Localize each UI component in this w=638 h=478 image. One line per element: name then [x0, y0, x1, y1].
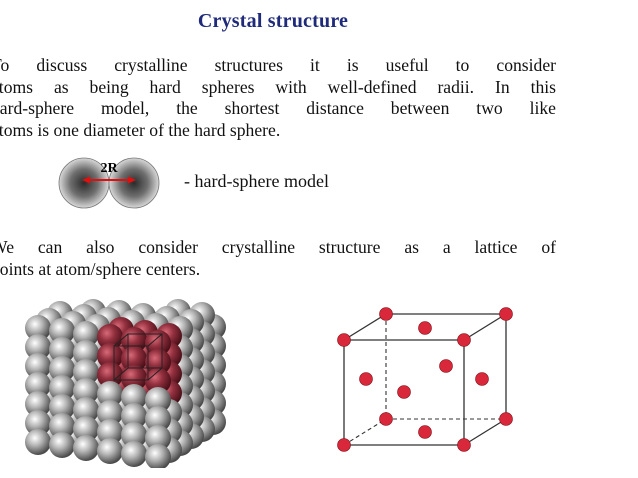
lattice-point: [379, 307, 393, 321]
lattice-point: [439, 359, 453, 373]
atom-sphere: [25, 315, 51, 341]
atom-sphere: [49, 356, 75, 382]
atom-sphere: [73, 416, 99, 442]
atom-sphere: [49, 432, 75, 458]
intro-line: atoms is one diameter of the hard sphere…: [0, 119, 281, 140]
hard-sphere-caption: - hard-sphere model: [184, 171, 329, 191]
lattice-point: [499, 307, 513, 321]
highlighted-atom: [145, 368, 171, 394]
intro-line: atoms as being hard spheres with well-de…: [0, 76, 556, 97]
lattice-point: [418, 321, 432, 335]
fcc-unit-cell: [322, 300, 522, 465]
highlighted-atom: [97, 343, 123, 369]
highlighted-atom: [145, 330, 171, 356]
atom-sphere: [145, 444, 171, 470]
atom-sphere: [121, 384, 147, 410]
lattice-point: [475, 372, 489, 386]
atom-sphere: [73, 359, 99, 385]
unit-cell-outline: [113, 333, 163, 381]
lattice-paragraph: We can also consider crystalline structu…: [0, 237, 556, 280]
atom-sphere: [25, 334, 51, 360]
atom-sphere: [145, 406, 171, 432]
intro-line: hard-sphere model, the shortest distance…: [0, 98, 556, 118]
atom-sphere: [25, 391, 51, 417]
atom-sphere: [97, 400, 123, 426]
highlighted-atom: [121, 365, 147, 391]
hard-sphere-right: [108, 157, 160, 209]
lattice-point: [337, 333, 351, 347]
lattice-line: points at atom/sphere centers.: [0, 258, 201, 279]
arrowhead-right: [128, 176, 136, 184]
lattice-point: [337, 438, 351, 452]
arrowhead-left: [82, 176, 90, 184]
cube-edges: [343, 313, 507, 446]
hard-sphere-diagram: 2R: [52, 157, 172, 214]
lattice-point: [457, 333, 471, 347]
lattice-point: [379, 412, 393, 426]
intro-paragraph: To discuss crystalline structures it is …: [0, 55, 556, 141]
atom-sphere: [97, 419, 123, 445]
atom-sphere: [49, 375, 75, 401]
atom-sphere: [25, 372, 51, 398]
lattice-point: [418, 425, 432, 439]
atom-sphere: [121, 422, 147, 448]
atom-sphere: [73, 340, 99, 366]
atom-sphere: [73, 435, 99, 461]
lattice-point: [397, 385, 411, 399]
atom-sphere: [49, 394, 75, 420]
page-title: Crystal structure: [197, 10, 349, 32]
atom-sphere: [73, 397, 99, 423]
atom-sphere: [49, 337, 75, 363]
packed-spheres-lattice: [16, 298, 266, 473]
atom-sphere: [49, 318, 75, 344]
atom-sphere: [25, 429, 51, 455]
lattice-point: [499, 412, 513, 426]
hidden-edges: [343, 314, 506, 446]
lattice-point: [359, 372, 373, 386]
atom-sphere: [121, 403, 147, 429]
atom-sphere: [25, 353, 51, 379]
atom-sphere: [49, 413, 75, 439]
lattice-point: [457, 438, 471, 452]
lattice-line: We can also consider crystalline structu…: [0, 237, 556, 257]
atom-sphere: [73, 378, 99, 404]
atom-sphere: [121, 441, 147, 467]
atom-sphere: [145, 425, 171, 451]
atom-sphere: [97, 438, 123, 464]
atom-sphere: [145, 387, 171, 413]
atom-sphere: [73, 321, 99, 347]
diameter-label: 2R: [100, 161, 118, 176]
atom-sphere: [97, 381, 123, 407]
highlighted-atom: [97, 362, 123, 388]
atom-sphere: [25, 410, 51, 436]
intro-line: To discuss crystalline structures it is …: [0, 55, 556, 75]
